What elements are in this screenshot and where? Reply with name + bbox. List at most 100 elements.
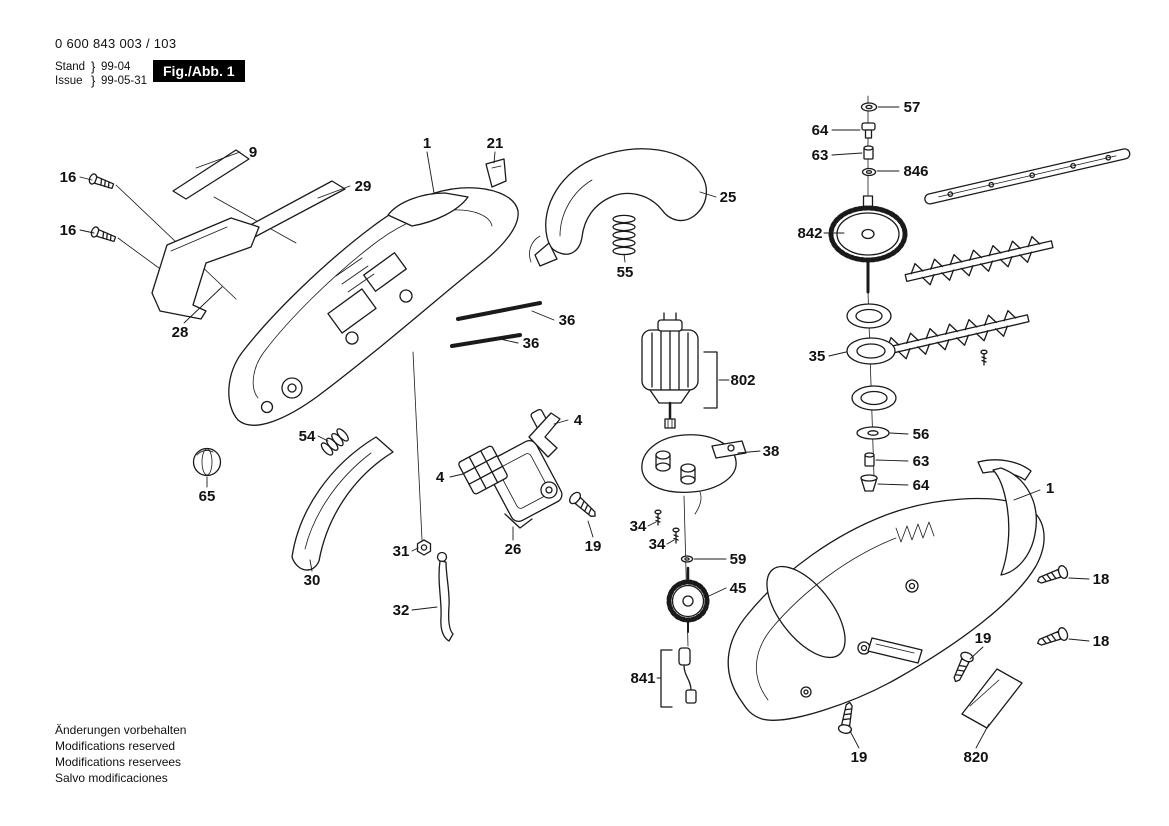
lever-part4 [528, 412, 561, 458]
part-callout-34: 34 [649, 536, 666, 553]
part-callout-45: 45 [730, 580, 747, 597]
leader-line-25 [699, 191, 717, 198]
disclaimer-line-es: Salvo modificaciones [55, 771, 168, 785]
part-callout-59: 59 [730, 551, 747, 568]
rod-part36-top [456, 301, 542, 321]
leader-line-21 [493, 151, 496, 164]
leader-line-18 [1068, 577, 1090, 580]
part-callout-38: 38 [763, 443, 780, 460]
part-callout-19: 19 [975, 630, 992, 647]
issue-brace: } [91, 73, 96, 88]
part-callout-65: 65 [199, 488, 216, 505]
part-callout-31: 31 [393, 543, 410, 560]
leader-line-28 [183, 286, 223, 324]
leader-line-34 [647, 521, 657, 527]
screw-part19-right [949, 649, 976, 685]
part-callout-55: 55 [617, 264, 634, 281]
leader-line-35 [828, 351, 847, 357]
leader-line-4 [449, 473, 464, 478]
part-callout-63: 63 [812, 147, 829, 164]
stand-brace: } [91, 59, 96, 74]
part-callout-16: 16 [60, 222, 77, 239]
part-callout-1: 1 [1046, 480, 1054, 497]
leader-line-56 [889, 432, 909, 435]
part-callout-30: 30 [304, 572, 321, 589]
housing-right-half [727, 497, 1045, 721]
blade-screw [980, 349, 988, 366]
part-callout-4: 4 [436, 469, 445, 486]
part-callout-28: 28 [172, 324, 189, 341]
switch-assembly-part26 [485, 408, 563, 529]
bushing-part64-top [861, 122, 876, 139]
leader-line-9 [195, 151, 241, 169]
part-callout-32: 32 [393, 602, 410, 619]
document-number: 0 600 843 003 / 103 [55, 36, 177, 51]
disclaimer-block: Änderungen vorbehalten Modifications res… [55, 722, 186, 786]
leader-line-31 [411, 547, 419, 552]
spring-part55 [612, 214, 636, 256]
part-callout-18: 18 [1093, 571, 1110, 588]
part-callout-25: 25 [720, 189, 737, 206]
screw-part34-top [654, 509, 662, 526]
part-callout-35: 35 [809, 348, 826, 365]
part-callout-57: 57 [904, 99, 921, 116]
leader-line-4 [553, 419, 569, 425]
part-callout-846: 846 [903, 163, 928, 180]
washer-part59 [680, 555, 694, 563]
stand-row: Stand } 99-04 [55, 60, 147, 74]
part-callout-56: 56 [913, 426, 930, 443]
handle-part25 [529, 148, 707, 267]
leader-line-29 [317, 185, 351, 199]
part-callout-21: 21 [487, 135, 504, 152]
disclaimer-line-fr: Modifications reservees [55, 755, 182, 769]
part-callout-34: 34 [630, 518, 647, 535]
disclaimer-line-de: Änderungen vorbehalten [55, 723, 187, 737]
part-callout-19: 19 [851, 749, 868, 766]
bracket-part28 [151, 217, 260, 320]
guard-part30 [291, 436, 394, 571]
leader-line-36 [499, 338, 519, 344]
leader-line-32 [411, 606, 438, 611]
screw-part19-bottom [837, 700, 857, 735]
cover-shell-part1-right [977, 459, 1037, 576]
sleeve-part63-bottom [864, 452, 875, 467]
part-callout-820: 820 [963, 749, 988, 766]
rod-part32 [436, 551, 454, 642]
gear-cover-part38 [641, 434, 747, 515]
leader-line-36 [531, 310, 555, 321]
bushing-part64-bottom [860, 474, 878, 492]
leader-line-19 [849, 730, 860, 749]
leader-line-19 [587, 520, 594, 538]
part-callout-19: 19 [585, 538, 602, 555]
screw-part16-top [87, 172, 116, 192]
motor-part802 [641, 312, 718, 429]
part-callout-16: 16 [60, 169, 77, 186]
leader-line-820 [975, 723, 990, 749]
sleeve-part63-top [863, 145, 874, 160]
washer-part56 [856, 426, 890, 440]
leader-line-63 [875, 459, 909, 462]
part-callout-18: 18 [1093, 633, 1110, 650]
leader-line-16 [79, 176, 93, 181]
gear-part842 [828, 195, 908, 294]
leader-line-18 [1068, 638, 1090, 642]
leader-line-30 [309, 559, 313, 572]
leader-line-1 [426, 151, 435, 194]
washer-part57 [860, 102, 878, 112]
screw-part18-top [1034, 563, 1070, 588]
cover-plate-part9 [172, 149, 250, 200]
washer-part846 [861, 167, 877, 177]
part-callout-1: 1 [423, 135, 431, 152]
housing-left-half-part1 [228, 187, 519, 426]
nut-part31 [416, 539, 432, 556]
part-callout-29: 29 [355, 178, 372, 195]
eccentric-rings-part35 [846, 303, 897, 411]
part-callout-64: 64 [913, 477, 930, 494]
part-callout-26: 26 [505, 541, 522, 558]
leader-line-16 [79, 229, 95, 234]
stand-label: Stand [55, 61, 86, 73]
part-callout-36: 36 [559, 312, 576, 329]
leader-line-63 [831, 152, 863, 156]
